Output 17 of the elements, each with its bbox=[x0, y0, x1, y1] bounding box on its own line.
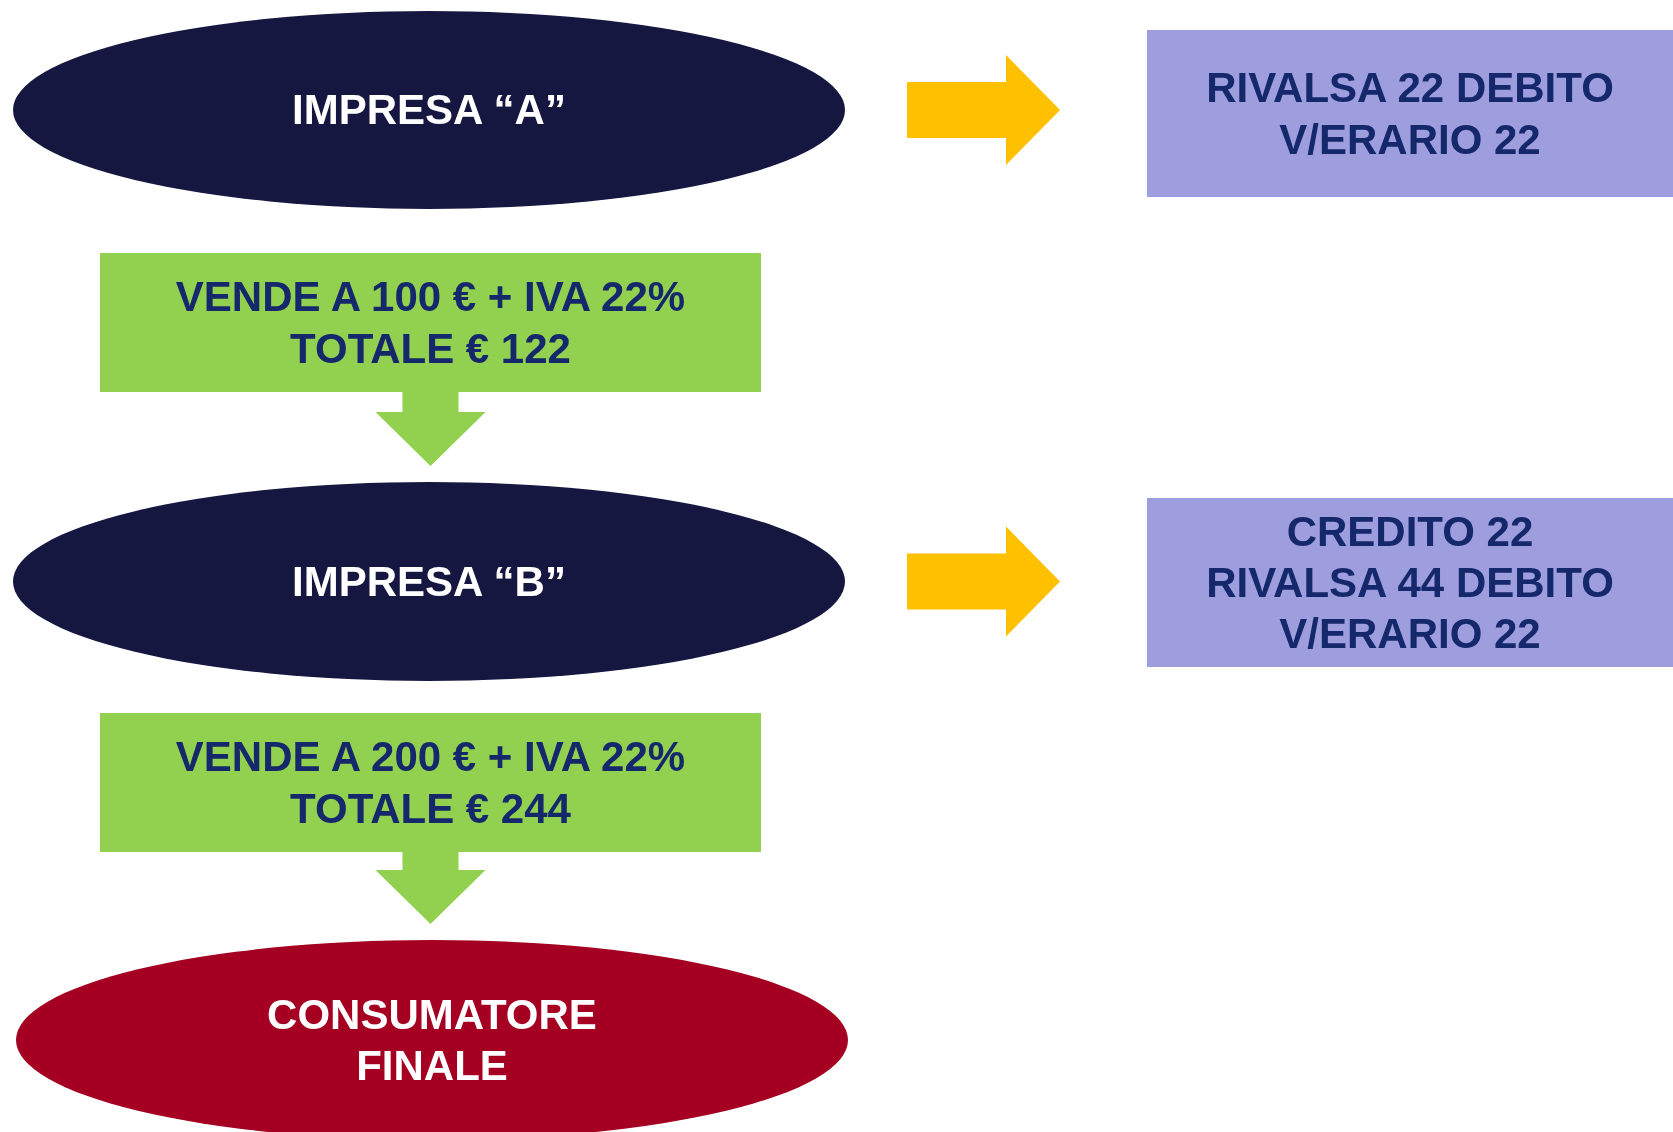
block-arrow bbox=[907, 55, 1060, 165]
node-label: VENDE A 100 € + IVA 22% TOTALE € 122 bbox=[174, 272, 687, 374]
node-label: CONSUMATORE FINALE bbox=[266, 989, 598, 1091]
info-box bbox=[100, 713, 761, 852]
node-label: VENDE A 200 € + IVA 22% TOTALE € 244 bbox=[174, 732, 687, 834]
info-box bbox=[1147, 498, 1673, 667]
block-arrow bbox=[907, 526, 1060, 637]
block-arrow bbox=[375, 392, 486, 466]
entity-ellipse bbox=[13, 11, 845, 209]
entity-ellipse bbox=[13, 482, 845, 681]
node-label: IMPRESA “A” bbox=[292, 85, 566, 136]
node-label: RIVALSA 22 DEBITO V/ERARIO 22 bbox=[1205, 63, 1615, 165]
info-box bbox=[1147, 30, 1673, 197]
block-arrow bbox=[375, 852, 486, 924]
node-label: CREDITO 22 RIVALSA 44 DEBITO V/ERARIO 22 bbox=[1205, 506, 1615, 660]
node-label: IMPRESA “B” bbox=[292, 556, 566, 607]
info-box bbox=[100, 253, 761, 392]
